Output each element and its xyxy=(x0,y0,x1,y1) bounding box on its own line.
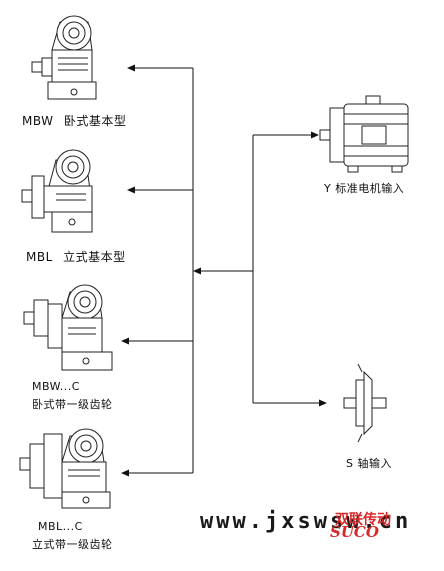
mbw-label: MBW 卧式基本型 xyxy=(22,112,126,129)
mbl-c-name-label: 立式带一级齿轮 xyxy=(32,538,113,551)
s-shaft-label: S 轴输入 xyxy=(346,457,392,470)
y-motor-label: Y 标准电机输入 xyxy=(324,182,405,195)
mbw-code: MBW xyxy=(22,114,54,128)
mbw-c-code-label: MBW...C xyxy=(32,380,80,393)
connector-lines xyxy=(121,64,327,477)
mbl-c-unit-illustration xyxy=(19,428,111,509)
watermark-url: www.jxswsw.cn xyxy=(200,509,412,534)
mbl-name: 立式基本型 xyxy=(63,250,126,264)
y-motor-illustration xyxy=(319,95,409,173)
s-shaft-illustration xyxy=(343,363,387,443)
mbl-label: MBL 立式基本型 xyxy=(26,248,126,265)
mbw-unit-illustration xyxy=(31,15,97,100)
mbw-name: 卧式基本型 xyxy=(63,114,127,128)
watermark-brand-en: SUCO xyxy=(330,523,379,541)
mbl-c-code-label: MBL...C xyxy=(38,520,83,533)
mbl-code: MBL xyxy=(26,250,53,264)
mbw-c-name-label: 卧式带一级齿轮 xyxy=(32,398,113,411)
mbw-c-unit-illustration xyxy=(23,284,113,371)
mbl-unit-illustration xyxy=(21,149,93,233)
watermark-brand-cn: 双联传动 xyxy=(335,512,391,528)
